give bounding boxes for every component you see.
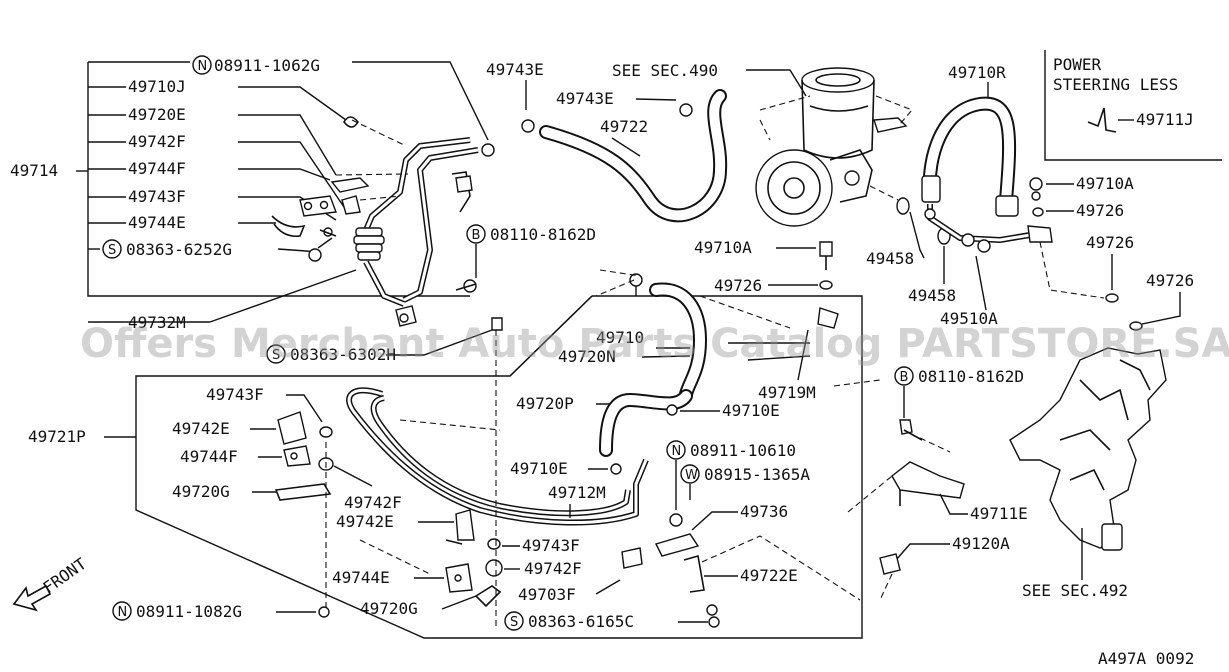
callout-49710e-b: 49710E — [510, 459, 568, 478]
callout-49711e: 49711E — [970, 504, 1028, 523]
prefix-n-icon-b — [666, 440, 686, 460]
prefix-s-icon-c — [266, 344, 286, 364]
callout-49710a-b: 49710A — [694, 238, 752, 257]
inset-title-line2: STEERING LESS — [1053, 75, 1178, 94]
front-direction-arrow-icon — [12, 584, 52, 612]
callout-08110-8162d-a: 08110-8162D — [490, 225, 596, 244]
callout-49742f-c: 49742F — [524, 559, 582, 578]
prefix-s-icon-b — [504, 611, 524, 631]
prefix-b-mark-a: B — [472, 228, 481, 243]
callout-49742f-b: 49742F — [344, 493, 402, 512]
callout-08363-6302h: 08363-6302H — [290, 345, 396, 364]
callout-49742e-a: 49742E — [172, 419, 230, 438]
callout-49720g-b: 49720G — [360, 599, 418, 618]
prefix-s-icon — [102, 239, 122, 259]
callout-49744e-b: 49744E — [332, 568, 390, 587]
callout-49458-a: 49458 — [866, 249, 914, 268]
left-clip-parts — [271, 116, 370, 262]
callout-49726-a: 49726 — [1076, 201, 1124, 220]
callout-49732m: 49732M — [128, 313, 186, 332]
callout-49712m: 49712M — [548, 483, 606, 502]
callout-49703f: 49703F — [518, 585, 576, 604]
callout-08915-1365a: 08915-1365A — [704, 465, 810, 484]
suction-hose-49720n — [649, 282, 708, 401]
prefix-n-mark-b: N — [672, 444, 682, 459]
hose-49720p — [599, 389, 693, 457]
prefix-n-mark-c: N — [118, 605, 128, 620]
callout-49720e: 49720E — [128, 105, 186, 124]
front-label: FRONT — [39, 554, 90, 597]
power-steering-pump-icon — [755, 67, 913, 227]
prefix-s-mark: S — [108, 243, 116, 258]
callout-49710r: 49710R — [948, 63, 1006, 82]
rubber-boot-icon — [353, 227, 385, 261]
washer-49458-a-icon — [896, 197, 910, 215]
callout-49726-d: 49726 — [1146, 271, 1194, 290]
callout-49719m: 49719M — [758, 383, 816, 402]
callout-08911-10610: 08911-10610 — [690, 441, 796, 460]
callout-see-sec-490: SEE SEC.490 — [612, 61, 718, 80]
callout-08363-6252g: 08363-6252G — [126, 240, 232, 259]
prefix-s-mark-c: S — [272, 348, 280, 363]
prefix-n-icon — [192, 55, 212, 75]
bracket-group-49714 — [76, 61, 470, 323]
watermark-text: Offers Merchant Auto Parts Catalog PARTS… — [80, 321, 1229, 367]
callout-49722: 49722 — [600, 117, 648, 136]
callout-49710: 49710 — [596, 328, 644, 347]
callout-08911-1062g: 08911-1062G — [214, 56, 320, 75]
callout-49743e-b: 49743E — [556, 89, 614, 108]
callout-49120a: 49120A — [952, 534, 1010, 553]
callout-08363-6165c: 08363-6165C — [528, 612, 634, 631]
callout-49743f-b: 49743F — [206, 385, 264, 404]
callout-49510a: 49510A — [940, 309, 998, 328]
drawing-code: A497A 0092 — [1098, 649, 1194, 668]
prefix-w-icon — [680, 464, 700, 484]
callout-49726-b: 49726 — [714, 276, 762, 295]
callout-49720n: 49720N — [558, 347, 616, 366]
callout-49743f-c: 49743F — [522, 536, 580, 555]
callout-49721p: 49721P — [28, 427, 86, 446]
center-detail-box — [135, 295, 863, 639]
callout-08911-1082g: 08911-1082G — [136, 602, 242, 621]
callout-49710a-a: 49710A — [1076, 174, 1134, 193]
callout-49744e-a: 49744E — [128, 213, 186, 232]
prefix-b-icon-b — [894, 366, 914, 386]
callout-49458-b: 49458 — [908, 286, 956, 305]
clamp-49743e-icon — [521, 119, 535, 133]
prefix-n-mark: N — [198, 59, 208, 74]
callout-49711j: 49711J — [1136, 110, 1194, 129]
steering-gearbox-icon — [1009, 347, 1167, 551]
callout-49744f-b: 49744F — [180, 447, 238, 466]
callout-49710e-a: 49710E — [722, 401, 780, 420]
callout-see-sec-492: SEE SEC.492 — [1022, 581, 1128, 600]
callout-49743f-a: 49743F — [128, 187, 186, 206]
callout-49743e-a: 49743E — [486, 60, 544, 79]
callout-49726-c: 49726 — [1086, 233, 1134, 252]
callout-49720p: 49720P — [516, 394, 574, 413]
callout-49714: 49714 — [10, 161, 58, 180]
prefix-s-mark-b: S — [510, 615, 518, 630]
prefix-b-icon-a — [466, 224, 486, 244]
callout-08110-8162d-b: 08110-8162D — [918, 367, 1024, 386]
callout-49742e-b: 49742E — [336, 512, 394, 531]
callout-49720g-a: 49720G — [172, 482, 230, 501]
bracket-49711j-icon — [1087, 107, 1117, 133]
power-steering-less-inset: POWER STEERING LESS 49711J — [1044, 50, 1222, 161]
callout-49710j: 49710J — [128, 77, 186, 96]
callout-49744f-a: 49744F — [128, 159, 186, 178]
bracket-49711e-icon — [891, 461, 965, 506]
prefix-w-mark: W — [685, 468, 698, 483]
prefix-b-mark-b: B — [900, 370, 909, 385]
callout-49742f-a: 49742F — [128, 132, 186, 151]
pressure-hose-49710r — [921, 96, 1053, 253]
left-pressure-tube-49732m — [335, 119, 495, 327]
callout-49722e: 49722E — [740, 566, 798, 585]
pressure-tube-49712m — [346, 387, 649, 526]
callout-49736: 49736 — [740, 502, 788, 521]
prefix-n-icon-c — [112, 601, 132, 621]
inset-title-line1: POWER — [1053, 55, 1102, 74]
return-hose-49722 — [539, 89, 728, 223]
